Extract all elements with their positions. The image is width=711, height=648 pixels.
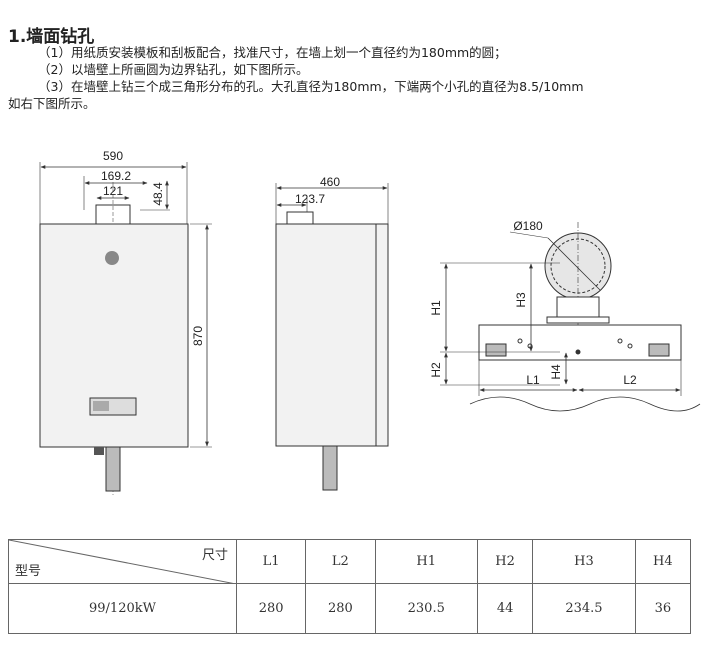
value-cell: 234.5 — [532, 583, 636, 634]
value-cell: 280 — [235, 583, 307, 634]
front-width-label: 590 — [103, 149, 123, 163]
front-view — [39, 162, 212, 495]
corner-top-label: 尺寸 — [201, 548, 228, 563]
value-cell: 280 — [305, 583, 376, 634]
table-row: 99/120kW 280 280 230.5 44 234.5 36 — [8, 583, 692, 634]
value-cell: 36 — [634, 583, 692, 634]
side-depth-label: 460 — [320, 175, 340, 189]
column-header: H2 — [476, 539, 534, 584]
step-3: （3）在墙壁上钻三个成三角形分布的孔。大孔直径为180mm，下端两个小孔的直径为… — [38, 79, 584, 94]
front-bracket-height-label: 48.4 — [151, 182, 165, 206]
hole-h2-label: H2 — [429, 362, 443, 378]
front-height-label: 870 — [191, 326, 205, 346]
side-bracket-depth-label: 123.7 — [295, 192, 325, 206]
corner-bottom-label: 型号 — [15, 564, 42, 579]
column-header: H3 — [532, 539, 636, 584]
hole-diameter-label: Ø180 — [513, 219, 543, 233]
corner-diagonal — [9, 540, 236, 584]
value-cell: 44 — [476, 583, 534, 634]
front-bracket-offset-label: 169.2 — [101, 169, 131, 183]
hole-l1-label: L1 — [526, 373, 540, 387]
front-bracket-width-label: 121 — [103, 184, 123, 198]
hole-h4-label: H4 — [549, 364, 563, 380]
installation-diagrams: 590 169.2 121 48.4 870 460 123.7 — [39, 149, 701, 495]
hole-l2-label: L2 — [623, 373, 637, 387]
step-2: （2）以墙壁上所画圆为边界钻孔，如下图所示。 — [38, 62, 309, 77]
step-1: （1）用纸质安装模板和刮板配合，找准尺寸，在墙上划一个直径约为180mm的圆； — [38, 45, 507, 60]
column-header: L2 — [305, 539, 376, 584]
column-header: L1 — [235, 539, 307, 584]
section-title: 1.墙面钻孔 — [8, 27, 95, 47]
value-cell: 230.5 — [374, 583, 478, 634]
side-view — [275, 183, 389, 491]
step-3-continued: 如右下图所示。 — [8, 96, 96, 111]
model-cell: 99/120kW — [8, 583, 237, 634]
hole-view — [440, 222, 701, 412]
table-header-row: 尺寸 型号 L1 L2 H1 H2 H3 H4 — [8, 539, 692, 584]
column-header: H1 — [374, 539, 478, 584]
hole-h3-label: H3 — [514, 292, 528, 308]
dimension-table: 尺寸 型号 L1 L2 H1 H2 H3 H4 99/120kW 280 280… — [8, 539, 692, 634]
hole-h1-label: H1 — [429, 300, 443, 316]
table-corner-cell: 尺寸 型号 — [8, 539, 237, 584]
column-header: H4 — [634, 539, 692, 584]
